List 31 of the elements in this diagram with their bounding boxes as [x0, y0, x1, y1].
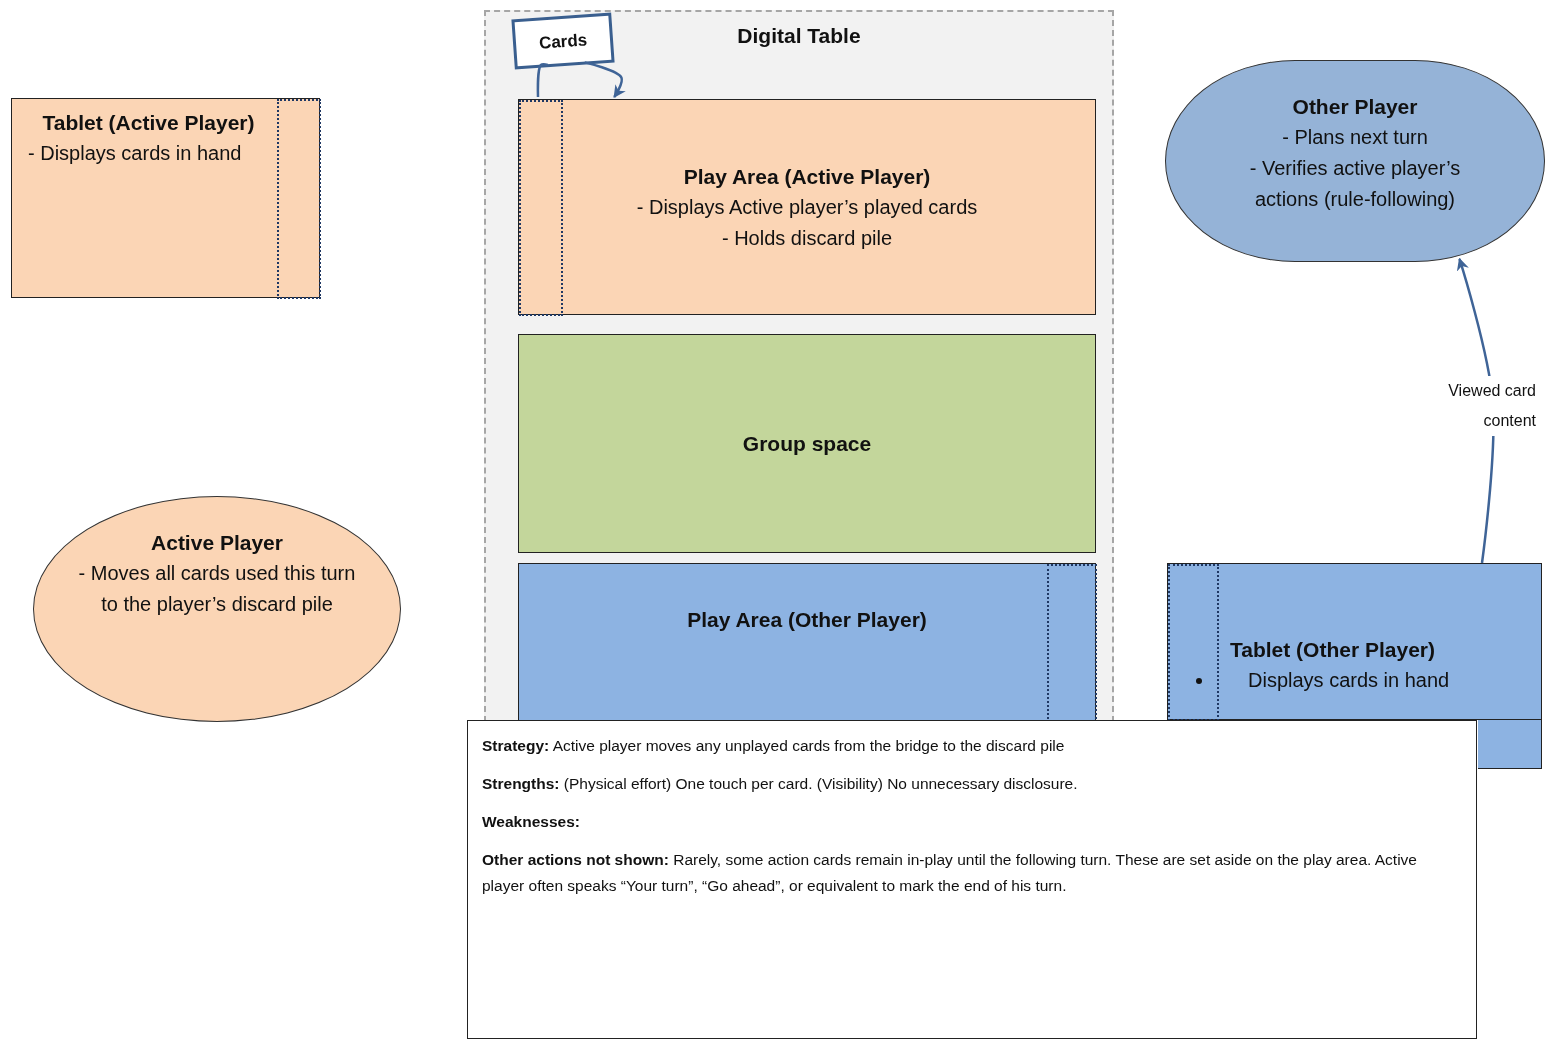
table-area-panel [484, 10, 1114, 722]
notes-text-box [467, 720, 1477, 1039]
card-slot-strip [277, 99, 321, 299]
node-text: - Verifies active player’s actions (rule-following) [1248, 156, 1462, 212]
node-text: - Holds discard pile [721, 225, 893, 251]
note-paragraph: Other actions not shown: Rarely, some action cards remain in-play until the following turn. These are set aside on the play area. Active player often speaks “Your turn”, “Go ahead”, or equivalent to mark the end of his turn. [482, 850, 1418, 896]
node-title: Tablet (Active Player) [42, 110, 255, 136]
tablet-box [11, 98, 320, 298]
play-area-box [518, 563, 1096, 722]
tablet-box [1167, 563, 1542, 720]
play-area-box [518, 99, 1096, 315]
node-title: Other Player [1292, 94, 1418, 120]
node-text: - Displays Active player’s played cards [636, 194, 978, 220]
node-text: - Moves all cards used this turn to the player’s discard pile [77, 561, 357, 617]
node-title: Tablet (Other Player) [1230, 637, 1435, 663]
note-paragraph: Strengths: (Physical effort) One touch per card. (Visibility) No unnecessary disclosure. [482, 774, 1079, 794]
note-paragraph: Weaknesses: [482, 812, 581, 832]
node-title: Digital Table [737, 23, 861, 49]
node-title: Cards [537, 28, 589, 55]
node-text: Displays cards in hand [1230, 665, 1450, 696]
node-title: Play Area (Other Player) [687, 607, 927, 633]
note-paragraph: Strategy: Active player moves any unplayed cards from the bridge to the discard pile [482, 736, 1066, 756]
node-title: Play Area (Active Player) [683, 163, 931, 190]
node-title: Active Player [151, 530, 283, 556]
node-title: Group space [742, 431, 872, 457]
card-label-box [511, 12, 615, 70]
node-text: - Plans next turn [1282, 125, 1428, 150]
node-text: - Displays cards in hand [28, 141, 242, 166]
group-space-box [518, 334, 1096, 553]
card-slot-strip [519, 100, 563, 316]
arrow [584, 61, 626, 99]
